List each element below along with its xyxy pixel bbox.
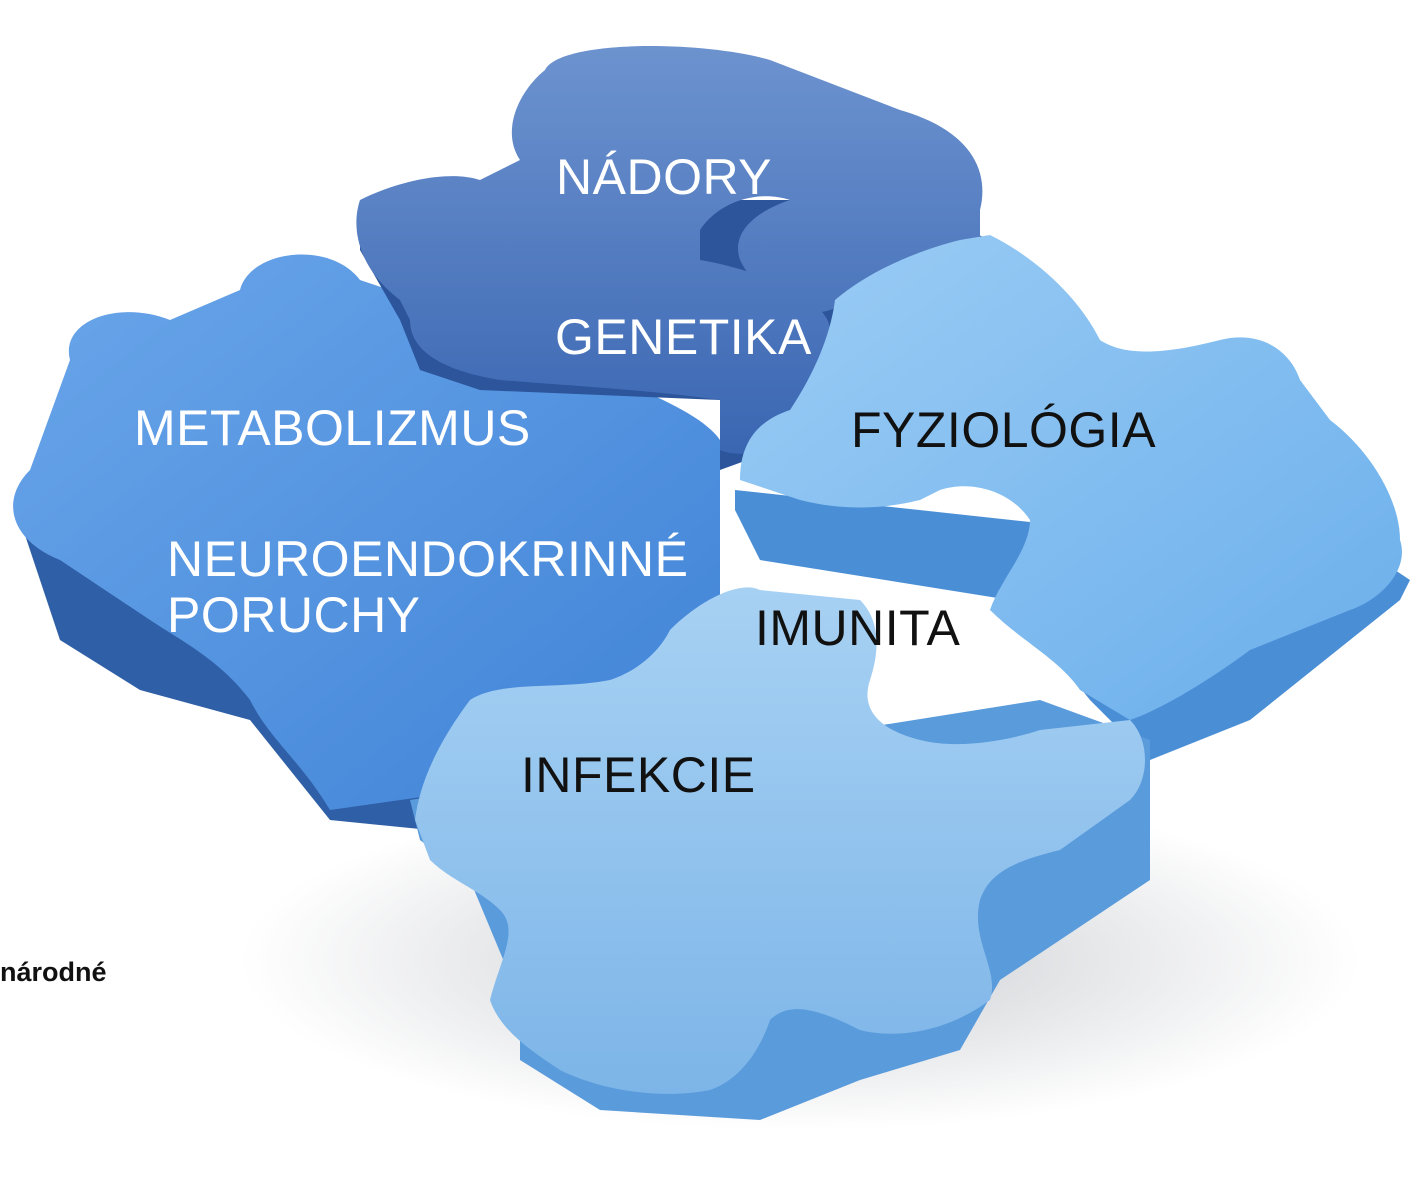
label-metabolizmus: METABOLIZMUS [134, 400, 531, 456]
puzzle-piece-bottom [410, 587, 1150, 1120]
label-fyziologia: FYZIOLÓGIA [851, 402, 1157, 458]
label-imunita: IMUNITA [755, 600, 961, 656]
side-text-fragment: národné [0, 957, 107, 987]
label-nadory: NÁDORY [556, 149, 773, 205]
label-infekcie: INFEKCIE [521, 747, 756, 803]
label-genetika: GENETIKA [555, 309, 812, 365]
label-neuroendokrinne-poruchy: NEUROENDOKRINNÉ PORUCHY [167, 531, 689, 643]
puzzle-piece-right [735, 235, 1410, 760]
